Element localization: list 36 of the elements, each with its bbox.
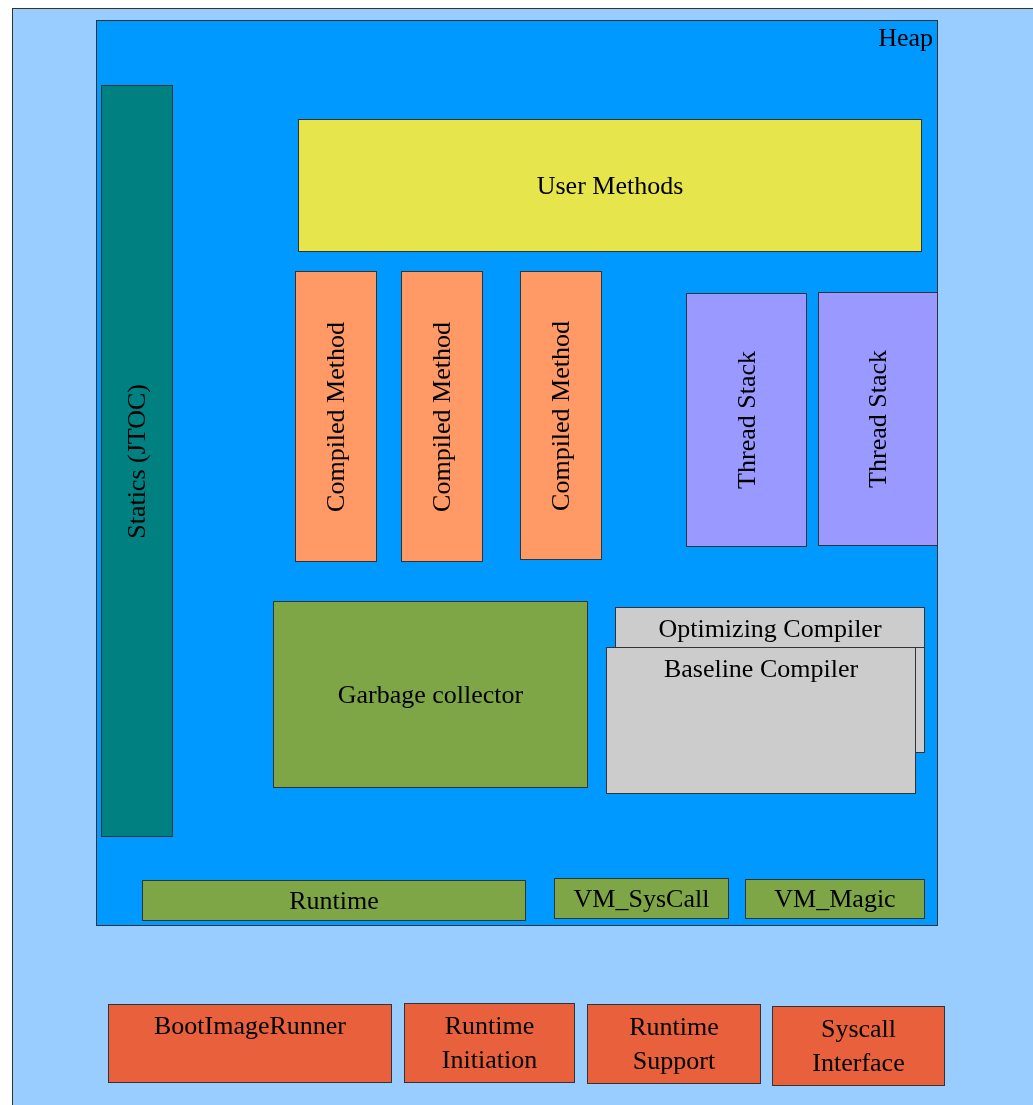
box-label: Runtime Support — [628, 1011, 720, 1077]
component-box — [606, 647, 916, 794]
support-box — [772, 1006, 945, 1086]
component-box — [615, 607, 925, 648]
region-label: Heap — [878, 25, 933, 51]
box-label: VM_SysCall — [573, 882, 710, 915]
component-box — [745, 879, 925, 919]
support-box — [404, 1003, 575, 1083]
box-label: Baseline Compiler — [663, 653, 859, 685]
component-box — [554, 878, 729, 919]
memory-block — [401, 271, 483, 562]
box-label: BootImageRunner — [153, 1010, 347, 1042]
component-box — [273, 601, 588, 788]
box-label: Syscall Interface — [811, 1013, 906, 1079]
box-label: Statics (JTOC) — [121, 383, 153, 539]
box-label: VM_Magic — [774, 883, 896, 916]
support-box — [587, 1004, 761, 1084]
box-label: Optimizing Compiler — [658, 613, 882, 645]
heap-region — [96, 20, 938, 926]
box-label: Compiled Method — [426, 321, 458, 512]
memory-block — [686, 293, 807, 547]
component-box — [142, 880, 526, 921]
box-label: Garbage collector — [337, 678, 524, 711]
memory-block — [818, 292, 938, 546]
box-label: Runtime — [289, 884, 379, 917]
box-label: Thread Stack — [862, 350, 894, 488]
memory-block — [295, 271, 377, 562]
support-box — [108, 1004, 392, 1083]
box-label: Runtime Initiation — [440, 1010, 539, 1076]
memory-block — [298, 119, 922, 252]
statics-bar — [101, 85, 173, 837]
box-label: Compiled Method — [320, 321, 352, 512]
box-label: User Methods — [536, 169, 684, 202]
box-label: Compiled Method — [545, 320, 577, 511]
box-label: Thread Stack — [730, 351, 762, 489]
memory-block — [520, 271, 602, 560]
